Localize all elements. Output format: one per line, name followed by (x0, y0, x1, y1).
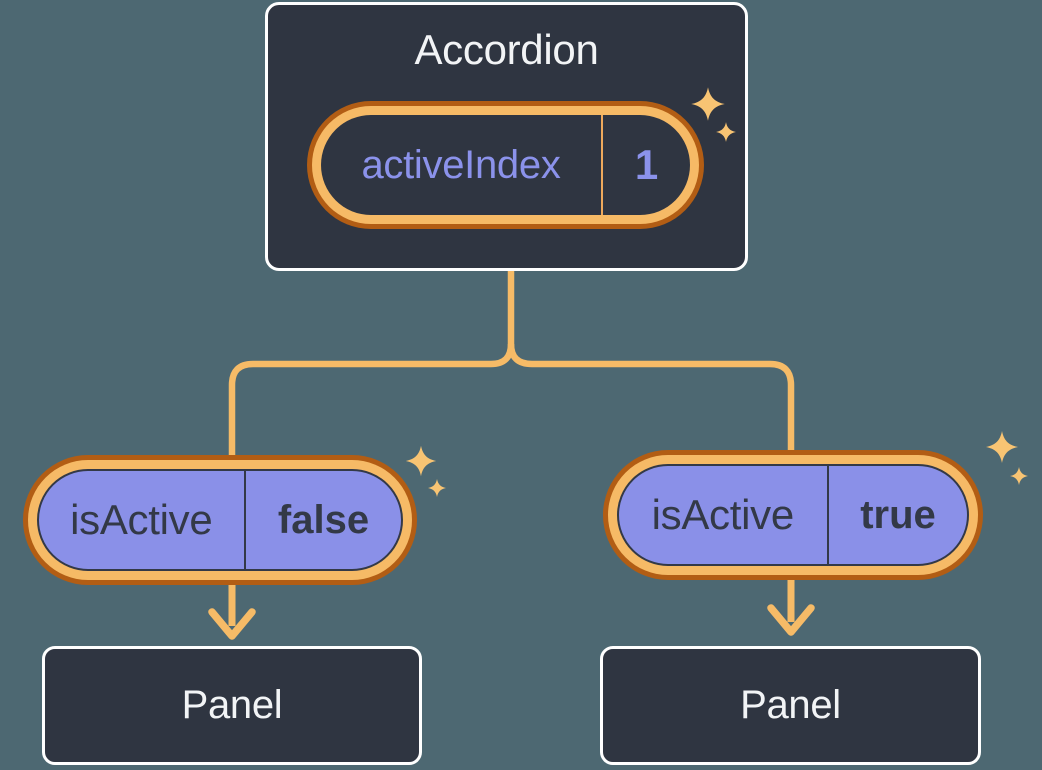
prop-pill-ring: isActive false (28, 460, 412, 580)
prop-label: isActive (70, 496, 213, 543)
state-pill-core: activeIndex 1 (321, 115, 690, 215)
pill-divider (826, 466, 829, 564)
state-label: activeIndex (361, 142, 561, 187)
prop-pill-is-active-false: isActive false (23, 455, 417, 585)
prop-value: false (277, 497, 370, 542)
accordion-component-box: Accordion activeIndex 1 (265, 2, 748, 271)
pill-divider (601, 115, 603, 215)
panel-title: Panel (740, 683, 841, 727)
sparkle-icon (428, 479, 446, 497)
state-pill: activeIndex 1 (307, 101, 704, 229)
panel-title: Panel (181, 683, 283, 727)
fork-line-left (228, 262, 515, 468)
prop-pill-is-active-true: isActive true (603, 450, 983, 580)
sparkle-icon (1010, 467, 1028, 485)
prop-pill-core: isActive false (37, 469, 403, 571)
fork-line-right (507, 343, 795, 462)
state-pill-ring: activeIndex 1 (312, 106, 699, 224)
panel-box-right: Panel (600, 646, 981, 765)
prop-pill-core: isActive true (617, 464, 969, 566)
pill-divider (243, 471, 246, 569)
prop-pill-ring: isActive true (608, 455, 978, 575)
sparkle-icon (986, 431, 1018, 463)
arrow-down-icon (767, 604, 815, 636)
sparkle-icon (405, 445, 437, 477)
panel-box-left: Panel (42, 646, 422, 765)
accordion-title: Accordion (414, 26, 599, 73)
prop-label: isActive (651, 491, 795, 538)
arrow-down-icon (208, 608, 256, 640)
state-value: 1 (634, 141, 659, 188)
prop-value: true (860, 492, 936, 537)
